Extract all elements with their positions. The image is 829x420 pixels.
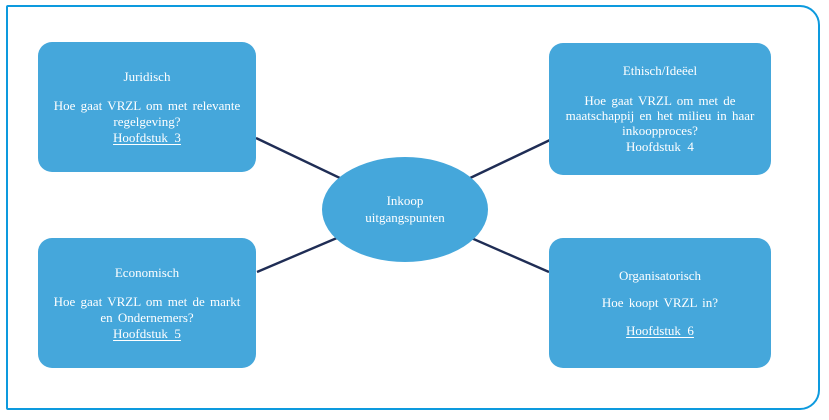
outer-border	[6, 5, 820, 410]
chapter-link-3[interactable]: Hoofdstuk 3	[113, 129, 181, 145]
node-organisatorisch: Organisatorisch Hoe koopt VRZL in? Hoofd…	[549, 238, 771, 368]
node-juridisch-title: Juridisch	[123, 68, 171, 84]
chapter-link-5[interactable]: Hoofdstuk 5	[113, 325, 181, 341]
node-organisatorisch-title: Organisatorisch	[618, 267, 702, 283]
center-node: Inkoop uitgangspunten	[322, 157, 488, 262]
chapter-link-6[interactable]: Hoofdstuk 6	[626, 323, 694, 339]
node-economisch: Economisch Hoe gaat VRZL om met de markt…	[38, 238, 256, 368]
node-ethisch-question: Hoe gaat VRZL om met de maatschappij en …	[565, 92, 755, 139]
node-juridisch-question: Hoe gaat VRZL om met relevante regelgevi…	[53, 98, 241, 129]
center-node-label: Inkoop uitgangspunten	[365, 192, 445, 225]
node-ethisch-title: Ethisch/Ideëel	[622, 63, 698, 79]
node-juridisch: Juridisch Hoe gaat VRZL om met relevante…	[38, 42, 256, 172]
node-organisatorisch-question: Hoe koopt VRZL in?	[601, 294, 719, 310]
node-economisch-title: Economisch	[114, 264, 180, 280]
node-economisch-question: Hoe gaat VRZL om met de markt en Onderne…	[53, 294, 241, 325]
node-ethisch: Ethisch/Ideëel Hoe gaat VRZL om met de m…	[549, 43, 771, 175]
chapter-label-4: Hoofdstuk 4	[626, 139, 694, 155]
